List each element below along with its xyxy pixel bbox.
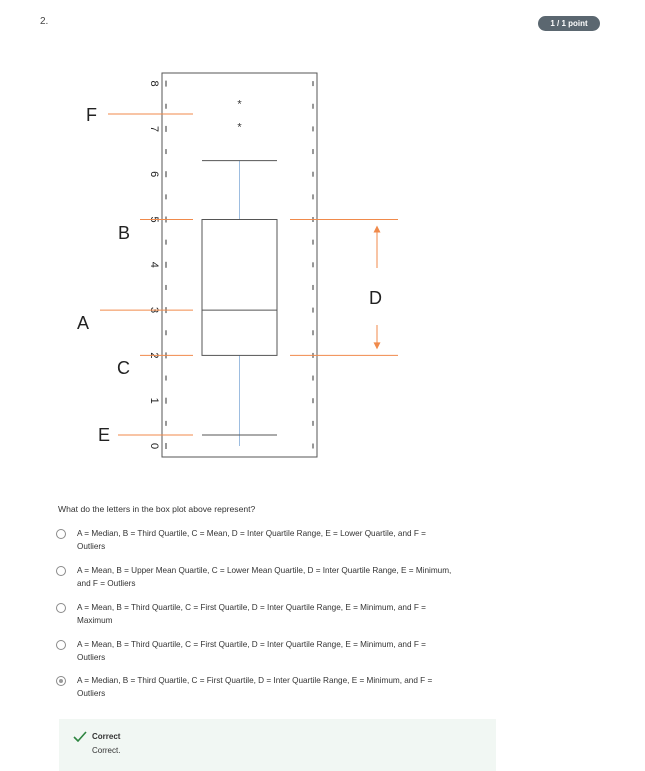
letter-A: A	[77, 313, 89, 333]
arrowhead-up-icon	[373, 225, 381, 233]
letter-C: C	[117, 358, 130, 378]
iqr-box	[201, 219, 278, 356]
question-prompt: What do the letters in the box plot abov…	[58, 504, 256, 514]
feedback-text: Correct.	[92, 746, 121, 755]
score-badge: 1 / 1 point	[538, 16, 600, 31]
option-text: A = Mean, B = Third Quartile, C = First …	[77, 640, 426, 662]
tick-label-4: 4	[148, 262, 160, 268]
radio-button[interactable]	[56, 529, 66, 539]
tick-label-0: 0	[148, 443, 160, 449]
letter-D: D	[369, 288, 382, 308]
radio-button[interactable]	[56, 566, 66, 576]
tick-label-7: 7	[148, 126, 160, 132]
option-text: A = Mean, B = Third Quartile, C = First …	[77, 603, 426, 625]
feedback-title: Correct	[92, 732, 121, 741]
option-text: A = Mean, B = Upper Mean Quartile, C = L…	[77, 566, 452, 588]
y-tick-labels: 0 1 2 3 4 5 6 7 8	[148, 81, 160, 450]
box-plot-figure: 0 1 2 3 4 5 6 7 8 * * F B A C E D	[77, 72, 398, 458]
radio-button-selected[interactable]	[56, 676, 66, 686]
letter-B: B	[118, 223, 130, 243]
tick-label-8: 8	[148, 81, 160, 87]
tick-label-1: 1	[148, 398, 160, 404]
checkmark-icon	[73, 731, 87, 742]
arrowhead-down-icon	[373, 342, 381, 350]
question-number: 2.	[40, 16, 49, 27]
feedback-panel: Correct Correct.	[59, 719, 496, 771]
outlier-marker-1: *	[237, 121, 242, 133]
radio-button[interactable]	[56, 640, 66, 650]
tick-label-6: 6	[148, 171, 160, 177]
letter-F: F	[86, 105, 97, 125]
outlier-marker-2: *	[237, 99, 242, 111]
option-text: A = Median, B = Third Quartile, C = Mean…	[77, 529, 426, 551]
option-text: A = Median, B = Third Quartile, C = Firs…	[77, 676, 433, 698]
radio-button[interactable]	[56, 603, 66, 613]
plot-frame	[161, 72, 318, 458]
letter-E: E	[98, 425, 110, 445]
